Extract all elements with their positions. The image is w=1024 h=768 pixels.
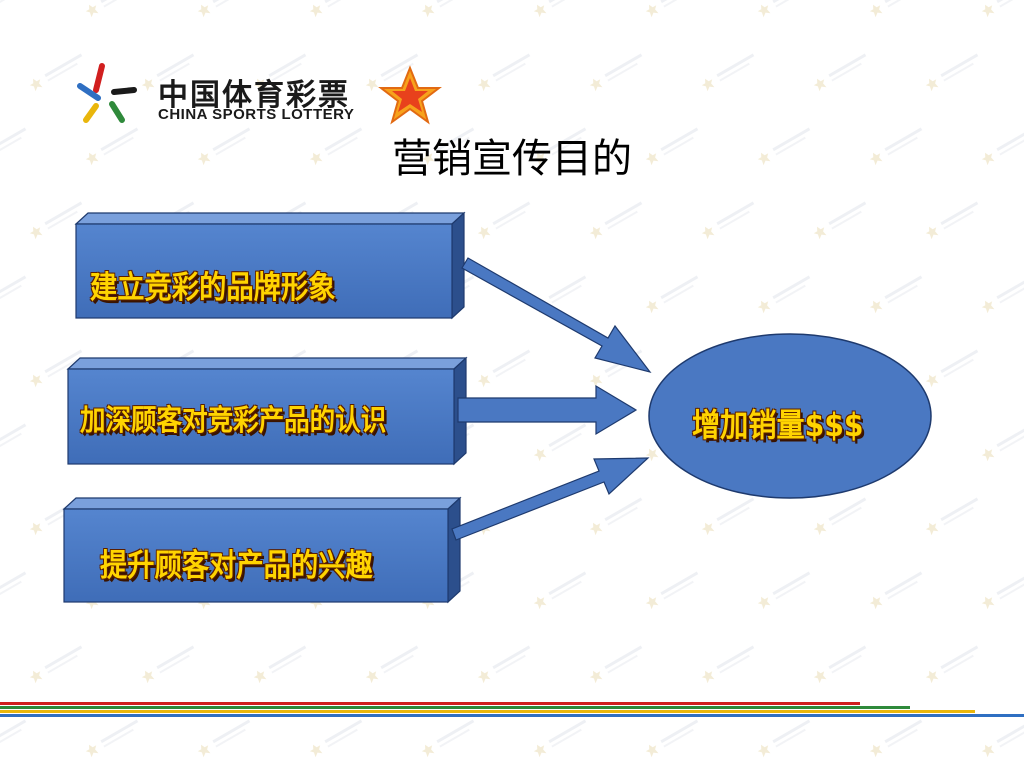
logo-chinese-text: 中国体育彩票 [158,78,350,113]
goal-label-interest: 提升顾客对产品的兴趣 [100,548,373,584]
china-sports-lottery-logo: 中国体育彩票 CHINA SPORTS LOTTERY [76,62,456,132]
footer-stripes [0,702,1024,720]
goal-box-brand [74,211,466,320]
stripe-red [0,702,860,705]
star-badge-icon [378,65,442,125]
goal-label-brand: 建立竞彩的品牌形象 [90,270,336,306]
goal-box-awareness [66,356,468,466]
logo-english-text: CHINA SPORTS LOTTERY [158,106,355,123]
arrow-bottom-to-result [451,457,650,541]
page-title: 营销宣传目的 [392,136,632,182]
result-ellipse [648,333,932,499]
arrow-top-to-result [461,257,652,374]
stripe-green [0,706,910,709]
goal-label-awareness: 加深顾客对竞彩产品的认识 [80,403,387,437]
goal-box-interest [62,496,462,604]
result-label: 增加销量$$$ [692,406,864,444]
lottery-star-mark-icon [77,63,137,123]
stripe-blue [0,714,1024,717]
stripe-yellow [0,710,975,713]
arrow-middle-to-result [457,384,638,436]
